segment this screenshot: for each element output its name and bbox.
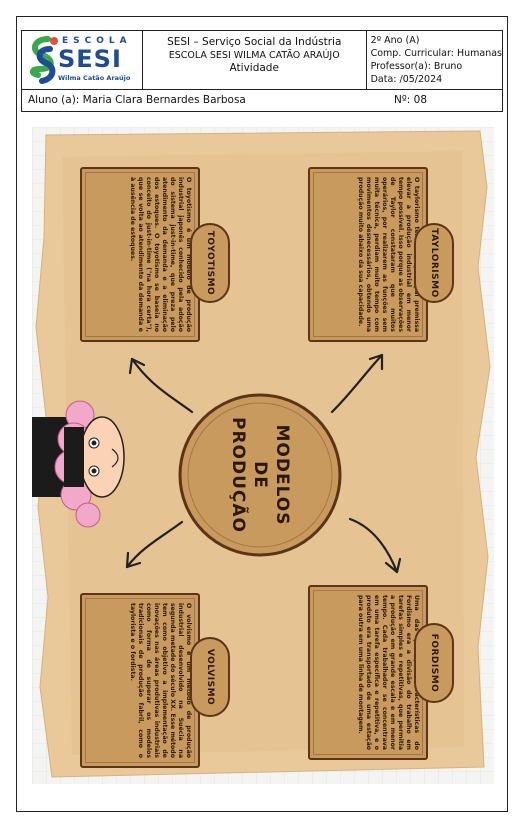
card-fordismo-text: Uma das principais características do Fo… (357, 595, 420, 750)
header-table: ESCOLA SESI Wilma Catão Araújo SESI – Se… (21, 30, 503, 90)
student-number: Nº: 08 (394, 94, 428, 106)
institution-name: SESI – Serviço Social da Indústria (167, 36, 342, 48)
curricular-component: Comp. Curricular: Humanas (370, 48, 502, 59)
center-title: MODELOS DE PRODUÇÃO (180, 395, 340, 555)
character-illustration (32, 400, 125, 528)
tag-toyotismo-label: TOYOTISMO (205, 230, 215, 296)
center-wood-circle (178, 393, 342, 557)
card-taylorismo: O taylorismo tem como principal premissa… (308, 167, 428, 342)
tag-volvismo-label: VOLVISMO (205, 648, 215, 706)
student-name: Aluno (a): Maria Clara Bernardes Barbosa (28, 94, 246, 106)
card-volvismo-text: O volvismo é um método de produção indus… (129, 603, 192, 758)
page-border (16, 16, 508, 812)
center-title-text: MODELOS DE PRODUÇÃO (228, 416, 292, 534)
arrows (125, 353, 402, 574)
logo-sesi-text: SESI (58, 45, 122, 73)
card-toyotismo-text: O toyotismo é um modelo de produção indu… (129, 177, 192, 332)
school-logo: ESCOLA SESI Wilma Catão Araújo (22, 31, 143, 89)
header-info: 2º Ano (A) Comp. Curricular: Humanas Pro… (367, 31, 502, 89)
tag-taylorismo-label: TAYLORISMO (429, 228, 439, 298)
tag-taylorismo: TAYLORISMO (414, 223, 454, 303)
teacher: Professor(a): Bruno (370, 61, 463, 72)
grade: 2º Ano (A) (370, 35, 420, 46)
logo-subtitle: Wilma Catão Araújo (58, 74, 131, 82)
tag-toyotismo: TOYOTISMO (190, 223, 230, 303)
card-toyotismo: O toyotismo é um modelo de produção indu… (80, 167, 200, 342)
sesi-logo-icon (30, 36, 58, 84)
card-taylorismo-text: O taylorismo tem como principal premissa… (357, 177, 420, 332)
tag-volvismo: VOLVISMO (190, 637, 230, 717)
tag-fordismo-label: FORDISMO (429, 633, 439, 693)
poster: O toyotismo é um modelo de produção indu… (32, 127, 494, 784)
school-name: ESCOLA SESI WILMA CATÃO ARAÚJO (168, 50, 340, 61)
tag-fordismo: FORDISMO (414, 623, 454, 703)
card-volvismo: O volvismo é um método de produção indus… (80, 593, 200, 768)
activity-label: Atividade (229, 62, 279, 74)
card-fordismo: Uma das principais características do Fo… (308, 585, 428, 760)
date: Data: /05/2024 (370, 74, 443, 85)
header-institution: SESI – Serviço Social da Indústria ESCOL… (143, 31, 367, 89)
student-row: Aluno (a): Maria Clara Bernardes Barbosa… (21, 90, 503, 112)
logo-escola-text: ESCOLA (62, 36, 132, 46)
